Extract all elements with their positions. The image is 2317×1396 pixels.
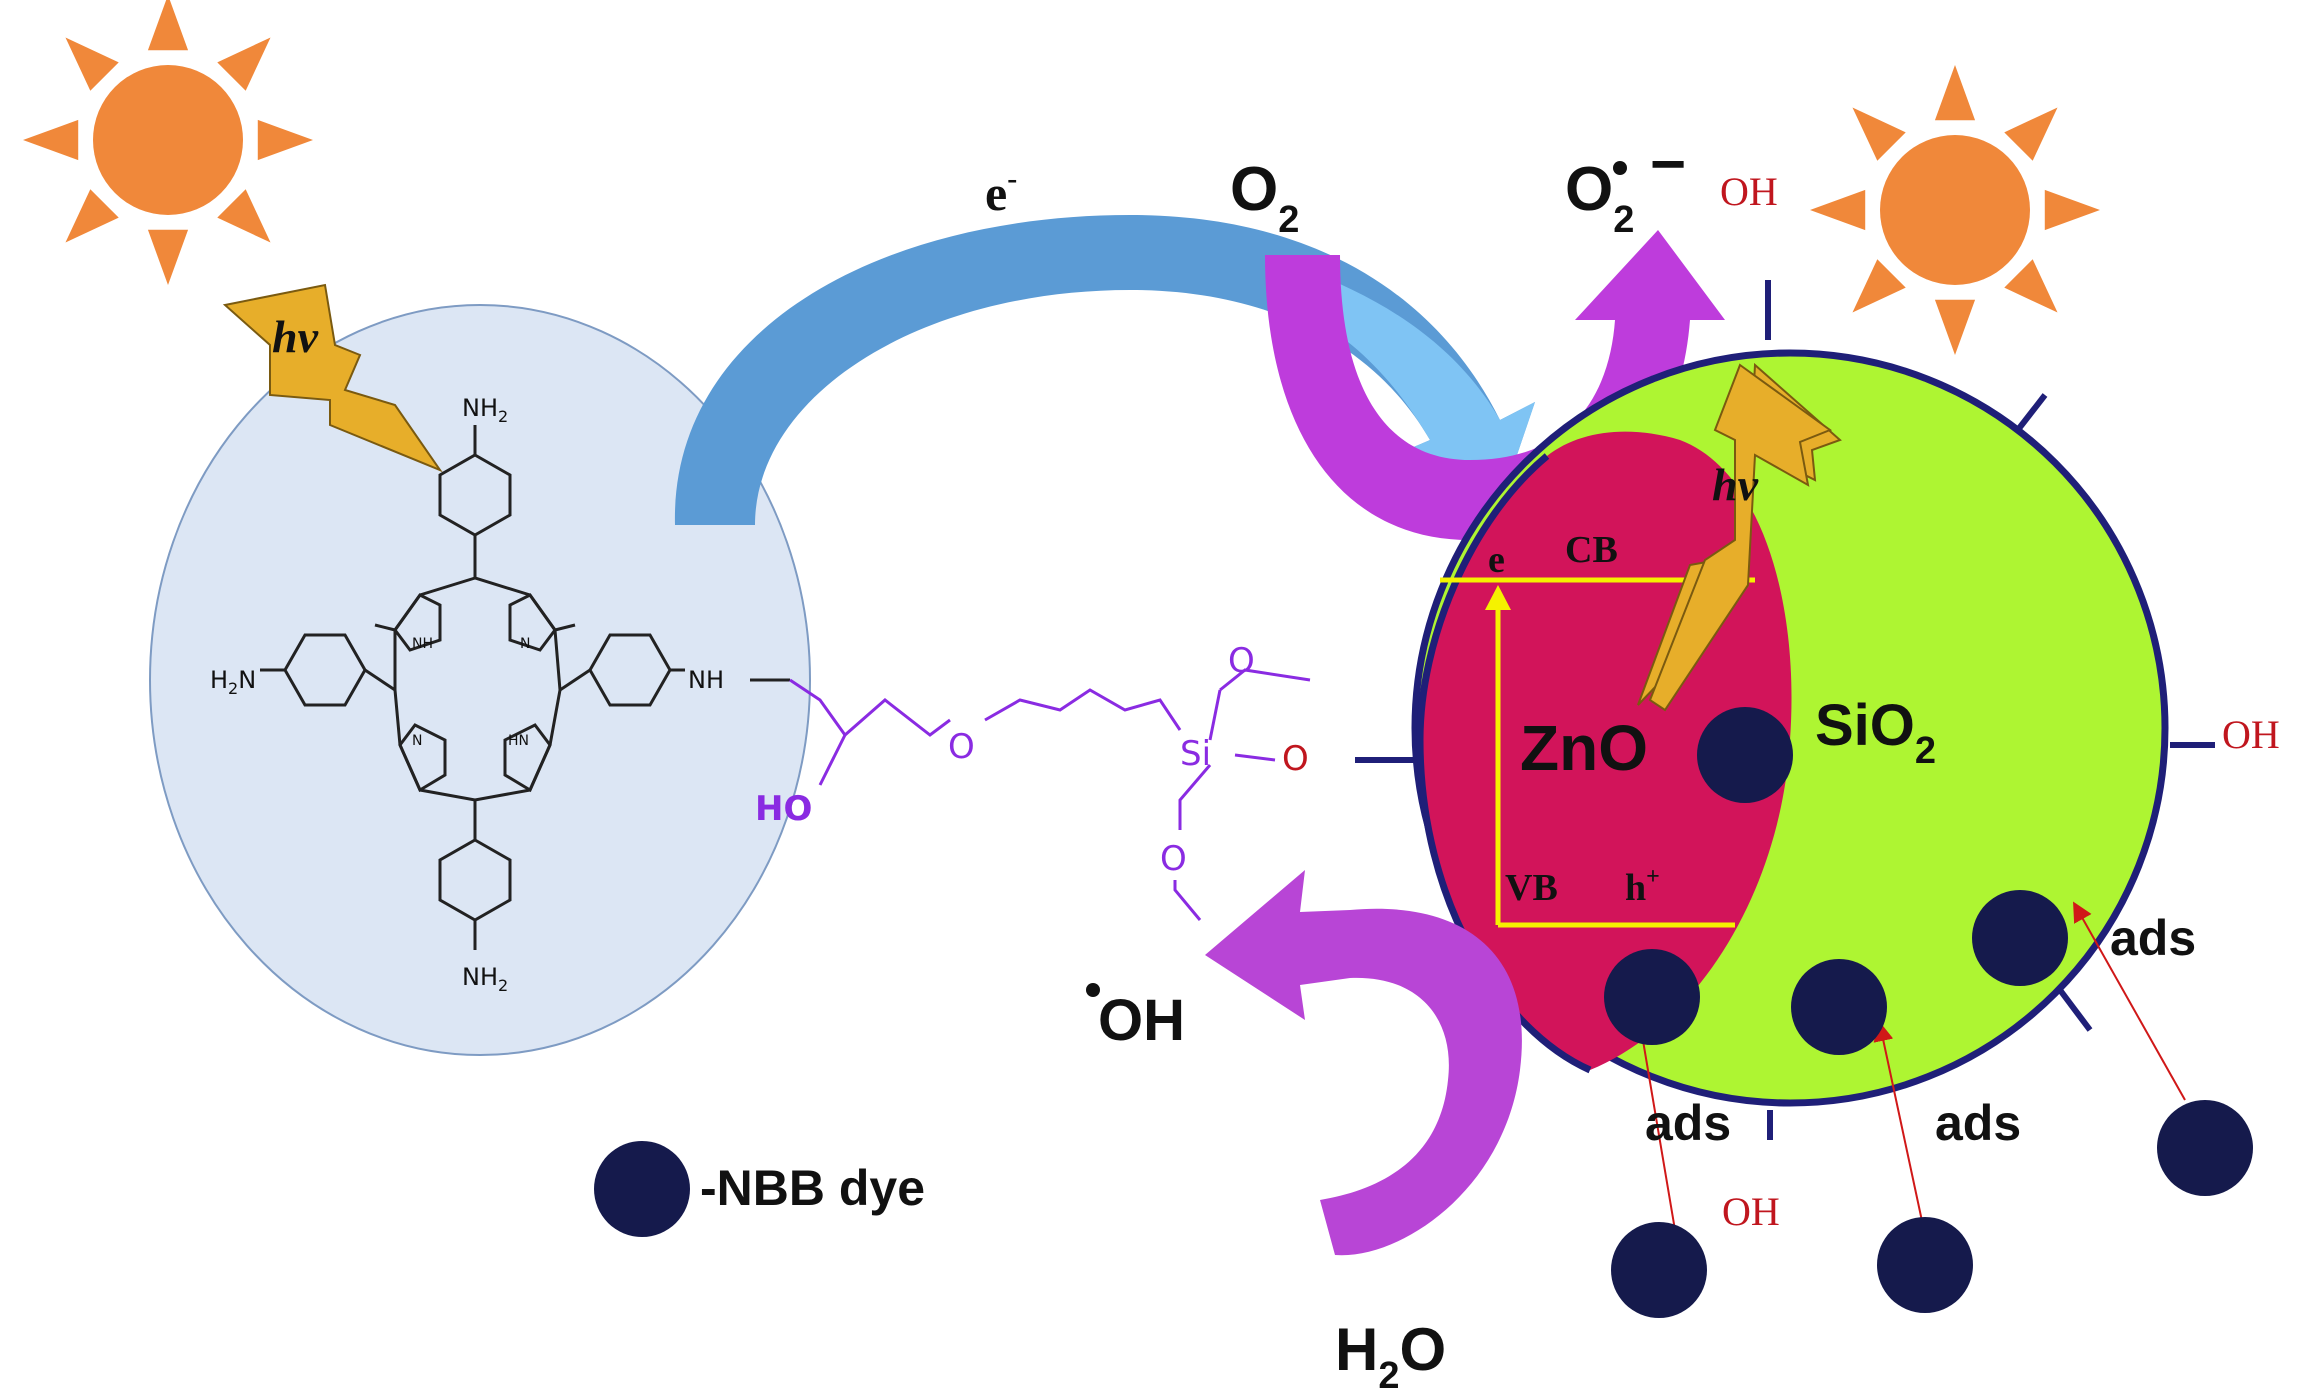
surface-oh-label: OH: [1720, 169, 1778, 214]
vb-label: VB: [1505, 867, 1558, 909]
svg-text:NH2: NH2: [462, 963, 508, 995]
dye-molecule-icon: [1697, 707, 1793, 803]
sun-ray: [217, 37, 271, 91]
hv-label-right: hv: [1712, 459, 1759, 510]
sio2-label: SiO2: [1815, 693, 1936, 772]
dye-molecules: [594, 707, 2253, 1318]
superoxide-label: O2 −: [1565, 130, 1686, 241]
svg-text:O: O: [1282, 739, 1309, 779]
svg-text:NH: NH: [412, 636, 433, 652]
hv-label-left: hv: [272, 311, 319, 362]
sun-disc: [93, 65, 243, 215]
dye-molecule-icon: [2157, 1100, 2253, 1196]
porphyrin-bubble: [149, 304, 811, 1056]
sun-icon: [23, 0, 313, 285]
legend-label: -NBB dye: [700, 1160, 925, 1216]
sun-icon: [1810, 65, 2100, 355]
dye-molecule-icon: [1972, 890, 2068, 986]
svg-text:N: N: [412, 733, 422, 749]
sun-ray: [2044, 189, 2100, 231]
svg-text:−: −: [1650, 130, 1686, 199]
svg-text:O: O: [1228, 641, 1255, 681]
o2-label: O2: [1230, 155, 1299, 241]
sun-disc: [1880, 135, 2030, 285]
ads-label: ads: [1645, 1095, 1731, 1151]
surface-oh-label: OH: [2222, 712, 2280, 757]
water-oxidation-arrow: [1205, 870, 1522, 1256]
svg-text:O2: O2: [1565, 155, 1634, 241]
sun-ray: [2004, 107, 2058, 161]
sun-ray: [257, 119, 313, 161]
sun-ray: [1810, 189, 1866, 231]
svg-text:HN: HN: [508, 733, 529, 749]
sun-ray: [1934, 65, 1976, 121]
sun-ray: [1852, 107, 1906, 161]
svg-text:O: O: [1160, 839, 1187, 879]
sun-ray: [65, 189, 119, 243]
svg-text:O: O: [948, 727, 975, 767]
silane-linker: [789, 668, 1311, 921]
lightning-bolt-icon: [1637, 362, 1842, 712]
cb-label: CB: [1565, 529, 1618, 571]
cb-electron-label: e: [1488, 539, 1505, 581]
linker-labels: O O O O Si HO: [755, 641, 1309, 879]
sun-ray: [147, 0, 189, 51]
svg-text:NH: NH: [688, 666, 724, 694]
sun-ray: [1934, 299, 1976, 355]
porphyrin-labels: NH2 NH2 H2N NH NH N N HN: [210, 394, 724, 995]
porphyrin-structure: [260, 425, 790, 950]
svg-text:HO: HO: [755, 789, 812, 829]
dye-molecule-icon: [1604, 949, 1700, 1045]
electron-label: e-: [985, 162, 1017, 221]
dye-molecule-icon: [1611, 1222, 1707, 1318]
zno-label: ZnO: [1520, 712, 1648, 784]
svg-text:NH2: NH2: [462, 394, 508, 426]
ads-label: ads: [1935, 1095, 2021, 1151]
sun-ray: [217, 189, 271, 243]
hole-label: h+: [1625, 864, 1660, 909]
hydroxyl-radical-label: OH: [1086, 983, 1185, 1053]
sun-ray: [23, 119, 79, 161]
sun-ray: [147, 229, 189, 285]
svg-text:OH: OH: [1098, 988, 1185, 1053]
ads-label: ads: [2110, 910, 2196, 966]
dye-molecule-icon: [1791, 959, 1887, 1055]
dye-molecule-icon: [1877, 1217, 1973, 1313]
water-label: H2O: [1335, 1316, 1446, 1396]
dye-molecule-icon: [594, 1141, 690, 1237]
lightning-bolt-icon: [222, 283, 443, 473]
sun-ray: [2004, 259, 2058, 313]
sun-ray: [65, 37, 119, 91]
svg-text:H2N: H2N: [210, 666, 256, 698]
sun-ray: [1852, 259, 1906, 313]
surface-oh-label: OH: [1722, 1189, 1780, 1234]
band-diagram: [1440, 577, 1755, 928]
svg-text:N: N: [520, 636, 530, 652]
svg-text:Si: Si: [1180, 734, 1211, 774]
